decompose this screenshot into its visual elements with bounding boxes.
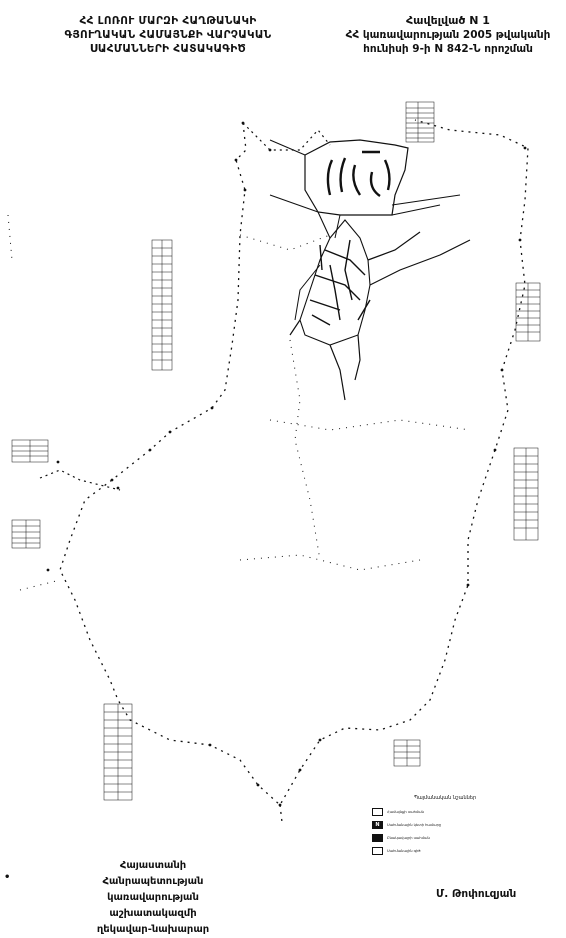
- footer-line2: կառավարության աշխատակազմի: [107, 892, 199, 919]
- legend-item: Սահմանային գիծ: [372, 846, 500, 855]
- decision-line2: ՀՀ կառավարության 2005 թվականի: [345, 29, 551, 41]
- footer-left: Հայաստանի Հանրապետության կառավարության ա…: [78, 858, 228, 938]
- decision-line3: հունիսի 9-ի N 842-Ն որոշման: [363, 43, 533, 55]
- header-left: ՀՀ ԼՈՌՈՒ ՄԱՐԶԻ ՀԱՂԹԱՆԱԿԻ ԳՅՈՒՂԱԿԱՆ ՀԱՄԱՅ…: [58, 14, 278, 56]
- signature: Մ. Թոփուզյան: [436, 888, 517, 900]
- coordinate-table-east: [515, 282, 541, 342]
- footer-line1: Հայաստանի Հանրապետության: [102, 860, 204, 887]
- legend-item: N Սահմանային կետի համարը: [372, 820, 500, 829]
- legend-swatch-line: [372, 846, 383, 855]
- legend-label: Համայնքի սահման: [387, 809, 424, 814]
- coordinate-table-south: [103, 703, 133, 801]
- boundary-map: [7, 101, 541, 823]
- coordinate-table-east-lower: [513, 447, 539, 541]
- legend: Պայմանական նշաններ Համայնքի սահման N Սահ…: [372, 795, 500, 859]
- legend-label: Բնակավայրի սահման: [387, 835, 430, 840]
- village-roads: [299, 211, 371, 346]
- header-left-line1: ՀՀ ԼՈՌՈՒ ՄԱՐԶԻ ՀԱՂԹԱՆԱԿԻ: [79, 15, 257, 27]
- legend-item: Բնակավայրի սահման: [372, 833, 500, 842]
- coordinate-table-west: [151, 239, 173, 371]
- legend-swatch-boundary: [372, 807, 383, 816]
- coordinate-table-left: [11, 439, 49, 549]
- community-boundary: [59, 119, 529, 807]
- west-boundary: [39, 469, 121, 491]
- legend-swatch-settlement: [372, 833, 383, 842]
- footer-line3: ղեկավար-նախարար: [96, 924, 210, 935]
- legend-swatch-point: N: [372, 820, 383, 829]
- legend-item: Համայնքի սահման: [372, 807, 500, 816]
- footer-mark: •: [4, 872, 11, 883]
- header-left-line2: ԳՅՈՒՂԱԿԱՆ ՀԱՄԱՅՆՔԻ ՎԱՐՉԱԿԱՆ: [64, 29, 272, 41]
- settlement-outline: [304, 139, 409, 216]
- header-left-line3: ՍԱՀՄԱՆՆԵՐԻ ՀԱՏԱԿԱԳԻԾ: [89, 43, 247, 55]
- coordinate-table-south-east: [393, 739, 421, 767]
- header-right: Հավելված N 1 ՀՀ կառավարության 2005 թվակա…: [330, 14, 566, 56]
- legend-label: Սահմանային կետի համարը: [387, 822, 442, 827]
- annex-number: Հավելված N 1: [406, 14, 490, 27]
- legend-title: Պայմանական նշաններ: [413, 795, 477, 801]
- coordinate-tables: [11, 101, 541, 801]
- coordinate-table-north: [405, 101, 435, 143]
- legend-label: Սահմանային գիծ: [387, 848, 421, 853]
- north-west-boundary: [242, 122, 331, 151]
